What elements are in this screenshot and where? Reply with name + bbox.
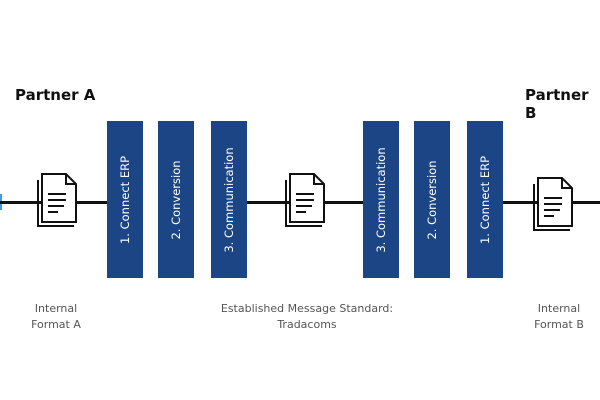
- caption-line: Format A: [31, 318, 81, 331]
- step-a-connect-erp: 1. Connect ERP: [107, 121, 143, 278]
- caption-line: Internal: [537, 302, 581, 315]
- step-b-communication: 3. Communication: [363, 121, 399, 278]
- caption-line: Tradacoms: [277, 318, 337, 331]
- step-label: 2. Conversion: [425, 159, 439, 240]
- step-a-communication: 3. Communication: [211, 121, 247, 278]
- step-label: 1. Connect ERP: [478, 155, 492, 244]
- step-a-conversion: 2. Conversion: [158, 121, 194, 278]
- internal-format-b-caption: Internal Format B: [509, 301, 600, 333]
- partner-a-title: Partner A: [15, 86, 96, 104]
- internal-format-a-caption: Internal Format A: [6, 301, 106, 333]
- step-label: 1. Connect ERP: [118, 155, 132, 244]
- partner-b-title: Partner B: [525, 86, 589, 122]
- step-label: 2. Conversion: [169, 159, 183, 240]
- caption-line: Format B: [534, 318, 584, 331]
- step-b-conversion: 2. Conversion: [414, 121, 450, 278]
- step-label: 3. Communication: [222, 146, 236, 253]
- document-icon: [533, 177, 573, 231]
- document-icon: [285, 173, 325, 227]
- document-icon: [37, 173, 77, 227]
- caption-line: Internal: [34, 302, 78, 315]
- caption-line: Established Message Standard:: [220, 302, 394, 315]
- step-b-connect-erp: 1. Connect ERP: [467, 121, 503, 278]
- step-label: 3. Communication: [374, 146, 388, 253]
- standard-caption: Established Message Standard: Tradacoms: [207, 301, 407, 333]
